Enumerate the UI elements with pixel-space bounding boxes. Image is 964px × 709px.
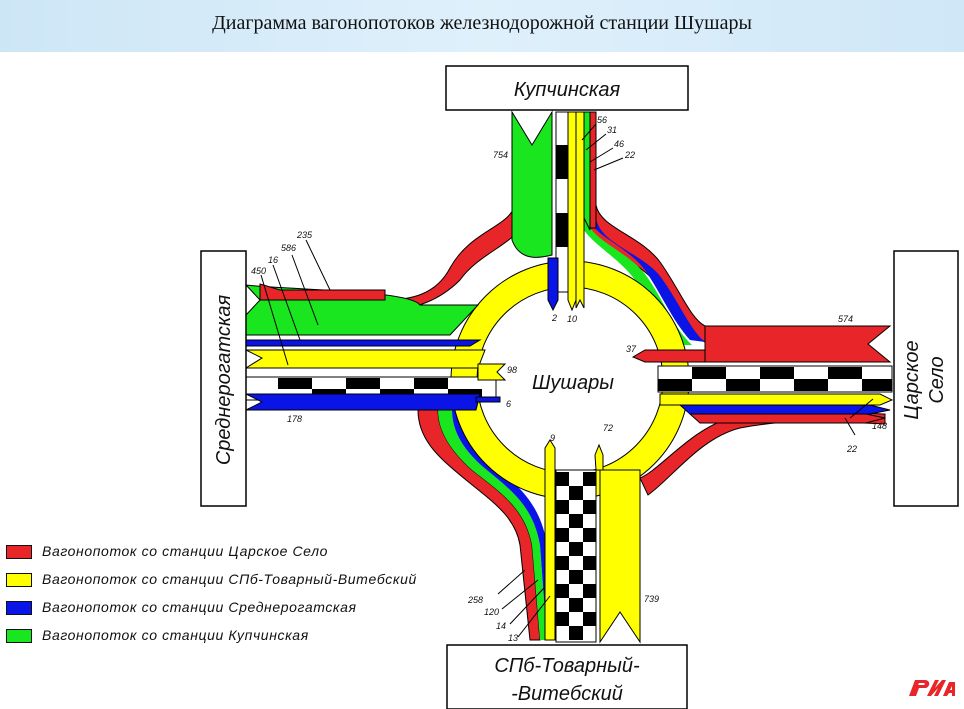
flow-10: 10 bbox=[567, 314, 577, 324]
flow-13: 13 bbox=[508, 633, 518, 643]
flow-148: 148 bbox=[872, 421, 887, 431]
legend-label: Вагонопоток со станции Среднерогатская bbox=[42, 599, 357, 615]
flow-754: 754 bbox=[493, 150, 508, 160]
flow-22-top: 22 bbox=[624, 150, 635, 160]
flow-235: 235 bbox=[296, 230, 313, 240]
legend-label: Вагонопоток со станции Купчинская bbox=[42, 627, 309, 643]
flow-574: 574 bbox=[838, 314, 853, 324]
arm-left bbox=[244, 283, 507, 411]
node-label-shushary: Шушары bbox=[532, 372, 614, 394]
header-bar: Диаграмма вагонопотоков железнодорожной … bbox=[0, 0, 964, 52]
node-label-tsarskoe-1: Царское bbox=[901, 340, 923, 419]
node-label-spb-1: СПб-Товарный- bbox=[494, 655, 640, 677]
ring-bottom-right bbox=[639, 411, 886, 496]
rzd-logo bbox=[909, 680, 955, 696]
node-label-srednerogatskaya: Среднерогатская bbox=[213, 295, 235, 466]
node-kupchinskaya: Купчинская bbox=[445, 65, 689, 111]
flow-258: 258 bbox=[467, 595, 483, 605]
flow-16: 16 bbox=[268, 255, 278, 265]
flow-numbers: 754 56 31 46 22 2 10 235 586 16 450 178 … bbox=[251, 115, 887, 643]
arm-right bbox=[631, 325, 894, 424]
legend-swatch-yellow bbox=[6, 573, 32, 587]
arm-bottom bbox=[544, 439, 641, 644]
leader-lines bbox=[260, 123, 874, 638]
legend-swatch-green bbox=[6, 629, 32, 643]
arm-top bbox=[511, 110, 597, 312]
flow-450: 450 bbox=[251, 266, 266, 276]
flow-178: 178 bbox=[287, 414, 302, 424]
flow-diagram: Купчинская Среднерогатская Царское Село … bbox=[200, 65, 959, 709]
flow-586: 586 bbox=[281, 243, 296, 253]
node-srednerogatskaya: Среднерогатская bbox=[200, 250, 247, 507]
legend-label: Вагонопоток со станции Царское Село bbox=[42, 543, 328, 559]
legend-swatch-red bbox=[6, 545, 32, 559]
node-label-spb-2: -Витебский bbox=[511, 683, 623, 705]
flow-6: 6 bbox=[506, 399, 511, 409]
node-label-kupchinskaya: Купчинская bbox=[514, 79, 621, 101]
page-title: Диаграмма вагонопотоков железнодорожной … bbox=[212, 12, 752, 34]
node-spb-tovarny: СПб-Товарный- -Витебский bbox=[446, 644, 688, 709]
flow-120: 120 bbox=[484, 607, 499, 617]
flow-739: 739 bbox=[644, 594, 659, 604]
flow-37: 37 bbox=[626, 344, 637, 354]
flow-14: 14 bbox=[496, 621, 506, 631]
legend-swatch-blue bbox=[6, 601, 32, 615]
flow-31: 31 bbox=[607, 125, 617, 135]
flow-9: 9 bbox=[550, 433, 555, 443]
flow-56: 56 bbox=[597, 115, 607, 125]
flow-98: 98 bbox=[507, 365, 517, 375]
node-tsarskoe-selo: Царское Село bbox=[893, 250, 959, 507]
legend-label: Вагонопоток со станции СПб-Товарный-Вите… bbox=[42, 571, 417, 587]
flow-72: 72 bbox=[603, 423, 613, 433]
flow-2: 2 bbox=[551, 313, 557, 323]
ring-bottom-left bbox=[417, 409, 553, 641]
flow-22-right: 22 bbox=[846, 444, 857, 454]
flow-46: 46 bbox=[614, 139, 624, 149]
node-label-tsarskoe-2: Село bbox=[926, 356, 948, 403]
